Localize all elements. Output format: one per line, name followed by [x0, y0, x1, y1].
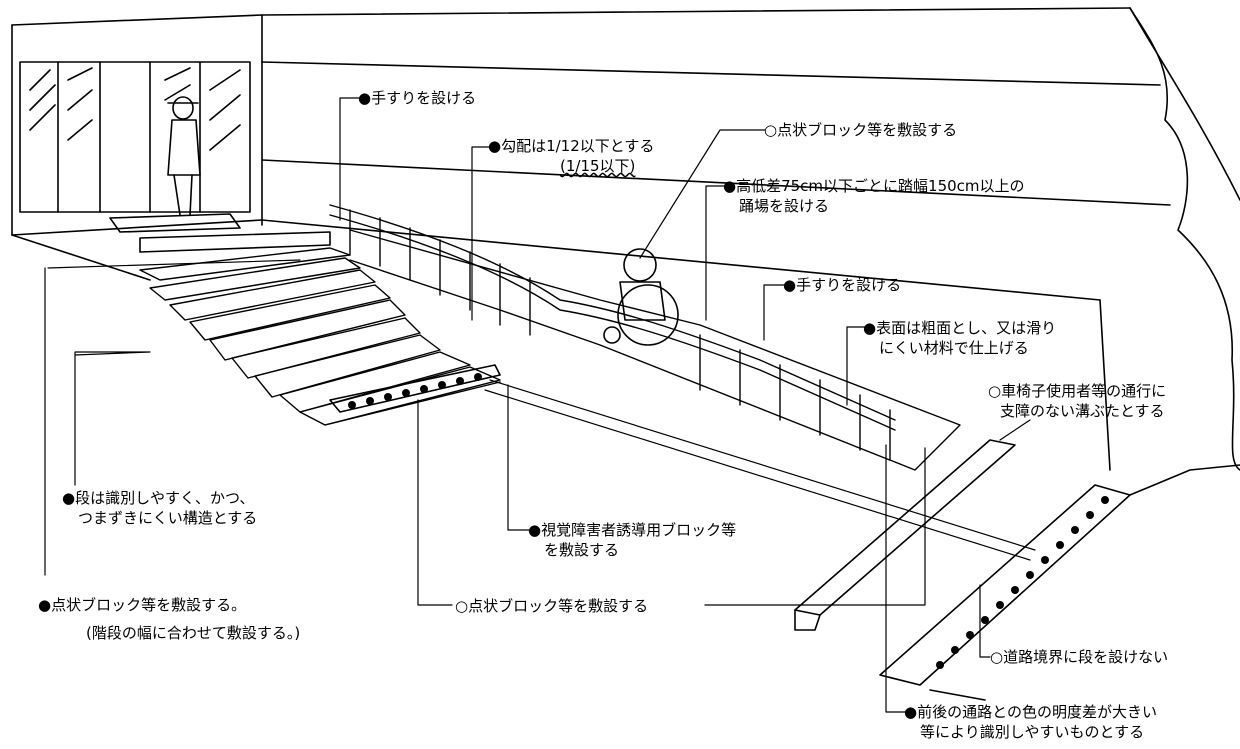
entrance-doors [19, 61, 251, 213]
annotation-text: にくい材料で仕上げる [879, 339, 1029, 357]
annotation-subtext: (階段の幅に合わせて敷設する。) [86, 624, 301, 642]
annotation-handrail-lower: ●手すりを設ける [783, 275, 901, 295]
annotation-road-boundary: ○道路境界に段を設けない [990, 647, 1168, 667]
annotation-text: ○車椅子使用者等の通行に [988, 382, 1167, 400]
annotation-steps: ●段は識別しやすく、かつ、 つまずきにくい構造とする [62, 488, 257, 528]
ground [11, 234, 1240, 701]
building-outline [11, 7, 1240, 471]
annotation-text: 踊場を設ける [739, 197, 830, 215]
road-tactile-row [879, 484, 1131, 686]
annotation-text: を敷設する [544, 541, 620, 559]
annotation-text: つまずきにくい構造とする [78, 509, 258, 527]
annotation-ramp-tactile: ○点状ブロック等を敷設する [455, 596, 648, 616]
annotation-surface: ●表面は粗面とし、又は滑り にくい材料で仕上げる [863, 318, 1056, 358]
annotation-text: ●表面は粗面とし、又は滑り [863, 319, 1057, 337]
staircase [139, 247, 501, 426]
annotation-text: ○点状ブロック等を敷設する [764, 121, 958, 139]
annotation-contrast: ●前後の通路との色の明度差が大きい 等により識別しやすいものとする [904, 702, 1157, 742]
tactile-dots [348, 373, 1109, 669]
annotation-text: 支障のない溝ぶたとする [1000, 402, 1165, 420]
annotation-landing: ●高低差75cm以下ごとに踏幅150cm以上の 踊場を設ける [723, 176, 1025, 216]
annotation-text: ●高低差75cm以下ごとに踏幅150cm以上の [723, 177, 1025, 195]
annotation-text: ●点状ブロック等を敷設する。 [38, 596, 247, 614]
standing-person [167, 96, 201, 216]
annotation-guide-block: ●視覚障害者誘導用ブロック等 を敷設する [528, 520, 736, 560]
ramp [329, 204, 961, 471]
annotation-text: 等により識別しやすいものとする [920, 723, 1145, 741]
stair-tactile-row [329, 364, 501, 413]
annotation-subtext: (1/15以下) [560, 157, 636, 175]
annotation-text: ●前後の通路との色の明度差が大きい [904, 703, 1157, 721]
door-mat [109, 213, 331, 253]
annotation-tactile-top: ○点状ブロック等を敷設する [764, 120, 957, 140]
annotation-text: ●手すりを設ける [783, 276, 902, 294]
annotation-text: ●手すりを設ける [358, 89, 477, 107]
annotation-text: ●視覚障害者誘導用ブロック等 [528, 521, 737, 539]
wheelchair-user [603, 248, 679, 346]
annotation-text: ●勾配は1/12以下とする [488, 137, 655, 155]
annotation-drain: ○車椅子使用者等の通行に 支障のない溝ぶたとする [988, 381, 1166, 421]
annotation-text: ○点状ブロック等を敷設する [455, 597, 649, 615]
annotation-handrail-upper: ●手すりを設ける [358, 88, 476, 108]
guide-block-strip [484, 379, 1036, 561]
annotation-stair-tactile: ●点状ブロック等を敷設する。 (階段の幅に合わせて敷設する。) [38, 595, 300, 643]
annotation-text: ●段は識別しやすく、かつ、 [62, 489, 255, 507]
annotation-text: ○道路境界に段を設けない [990, 648, 1169, 666]
drain-cover [794, 439, 1016, 631]
leader-lines [44, 97, 1031, 713]
annotation-slope: ●勾配は1/12以下とする (1/15以下) [488, 136, 654, 176]
